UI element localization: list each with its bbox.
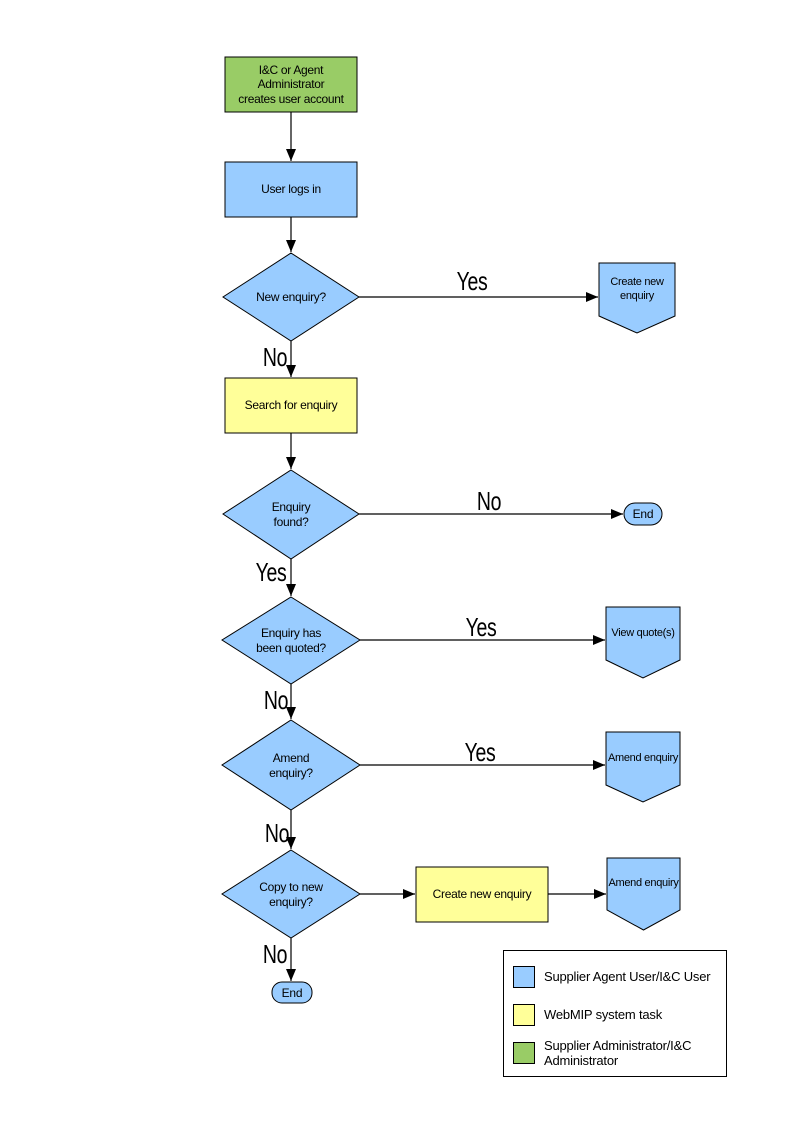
legend-swatch-blue [513,966,535,988]
end-bottom-terminator [271,981,313,1004]
create-new-enquiry-task-box [415,866,549,923]
end-right-terminator [623,502,663,526]
legend-item-admin: Supplier Administrator/I&C Administrator [513,1036,721,1070]
search-for-enquiry-box [224,377,358,434]
legend: Supplier Agent User/I&C User WebMIP syst… [503,950,727,1077]
view-quotes-pentagon [605,606,681,679]
amend-enquiry-diamond [221,719,361,811]
new-enquiry-diamond [222,252,360,342]
shapes-group [221,56,681,1004]
edges-group [286,112,623,981]
legend-label-admin: Supplier Administrator/I&C Administrator [544,1037,692,1068]
create-account-box [224,56,358,113]
enquiry-found-diamond [222,469,360,560]
user-logs-in-box [224,161,358,218]
legend-label-actor: Supplier Agent User/I&C User [544,969,711,985]
legend-label-system: WebMIP system task [544,1007,663,1023]
legend-swatch-green [513,1042,535,1064]
amend-enquiry-pentagon-1 [605,731,681,803]
enquiry-quoted-diamond [221,596,361,685]
amend-enquiry-pentagon-2 [606,857,681,931]
copy-to-new-diamond [221,849,361,939]
legend-swatch-yellow [513,1004,535,1026]
create-new-enquiry-pentagon [598,262,676,334]
legend-item-actor: Supplier Agent User/I&C User [513,964,721,990]
legend-item-system: WebMIP system task [513,1002,721,1028]
